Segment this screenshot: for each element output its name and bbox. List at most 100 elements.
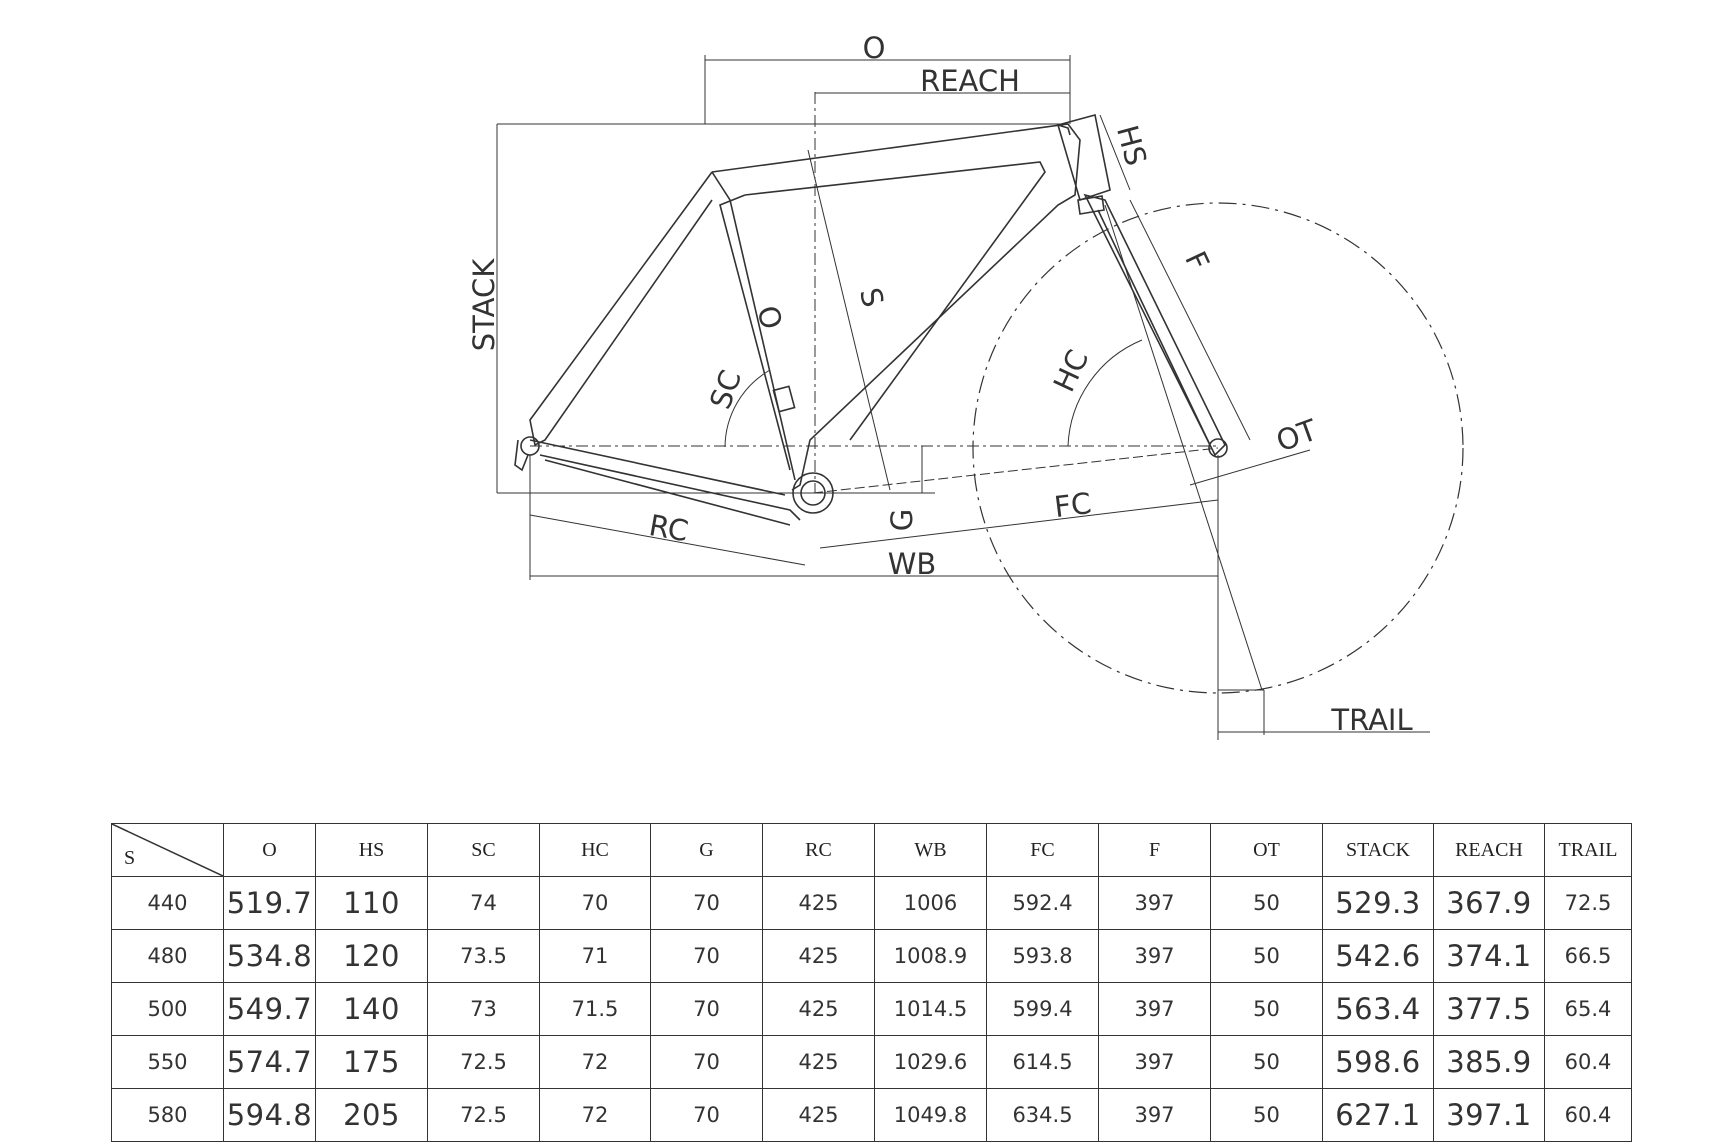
cell-sc: 73.5 [427,929,540,983]
row-size: 440 [111,876,224,930]
label-o-seat: O [750,302,789,333]
sc-arc [725,370,770,447]
cell-g: 70 [650,982,763,1036]
f-dim [1130,200,1250,440]
cell-o: 534.8 [223,929,316,983]
cell-stack: 598.6 [1322,1035,1434,1089]
row-size: 500 [111,982,224,1036]
cell-f: 397 [1098,1035,1211,1089]
label-rc: RC [647,508,691,548]
header-stack: STACK [1322,823,1434,877]
bike-frame [515,115,1227,525]
header-o: O [223,823,316,877]
row-size: 550 [111,1035,224,1089]
header-fc: FC [986,823,1099,877]
cell-stack: 627.1 [1322,1088,1434,1142]
cell-rc: 425 [762,1088,875,1142]
cell-fc: 592.4 [986,876,1099,930]
cell-o: 519.7 [223,876,316,930]
seat-tube-inner [720,195,790,470]
cell-g: 70 [650,1088,763,1142]
cell-wb: 1029.6 [874,1035,987,1089]
header-reach: REACH [1433,823,1545,877]
header-size-label: S [124,847,136,869]
header-hs: HS [315,823,428,877]
header-f: F [1098,823,1211,877]
top-tube-inner [745,162,1045,440]
top-tube [712,124,1080,490]
cell-hc: 71.5 [539,982,651,1036]
cell-reach: 374.1 [1433,929,1545,983]
cell-ot: 50 [1210,982,1323,1036]
header-wb: WB [874,823,987,877]
label-hs: HS [1110,122,1153,170]
cell-trail: 66.5 [1544,929,1632,983]
cell-f: 397 [1098,1088,1211,1142]
front-wheel-outline [973,203,1463,693]
cell-hs: 120 [315,929,428,983]
cell-o: 574.7 [223,1035,316,1089]
cell-stack: 563.4 [1322,982,1434,1036]
frame-logo [773,386,794,411]
spacer [1058,125,1070,135]
cell-f: 397 [1098,929,1211,983]
label-o: O [863,31,886,65]
cell-hs: 175 [315,1035,428,1089]
row-size: 580 [111,1088,224,1142]
cell-o: 549.7 [223,982,316,1036]
cell-ot: 50 [1210,1035,1323,1089]
cell-rc: 425 [762,929,875,983]
cell-hc: 72 [539,1088,651,1142]
cell-hc: 70 [539,876,651,930]
cell-wb: 1008.9 [874,929,987,983]
label-sc: SC [703,366,748,414]
cell-sc: 73 [427,982,540,1036]
cell-rc: 425 [762,876,875,930]
cell-hs: 205 [315,1088,428,1142]
header-hc: HC [539,823,651,877]
cell-fc: 634.5 [986,1088,1099,1142]
seat-stay [530,172,712,445]
cell-reach: 397.1 [1433,1088,1545,1142]
label-g: G [885,509,919,531]
header-trail: TRAIL [1544,823,1632,877]
cell-trail: 72.5 [1544,876,1632,930]
label-hc: HC [1047,345,1096,397]
cell-trail: 60.4 [1544,1088,1632,1142]
cell-sc: 72.5 [427,1088,540,1142]
cell-f: 397 [1098,982,1211,1036]
cell-reach: 367.9 [1433,876,1545,930]
cell-reach: 377.5 [1433,982,1545,1036]
cell-fc: 614.5 [986,1035,1099,1089]
cell-g: 70 [650,876,763,930]
cell-f: 397 [1098,876,1211,930]
fc-dim [820,500,1218,548]
fork [1085,195,1225,455]
dimension-lines [497,55,1430,740]
label-stack: STACK [467,258,501,351]
hs-dim [1100,115,1130,190]
bb-front-line [813,448,1218,493]
cell-wb: 1006 [874,876,987,930]
cell-wb: 1049.8 [874,1088,987,1142]
cell-hc: 72 [539,1035,651,1089]
rc-dim [530,515,805,565]
head-tube [1058,115,1110,200]
cell-sc: 72.5 [427,1035,540,1089]
geometry-table: S O HS SC HC G RC WB FC F OT STACK REACH… [111,823,1632,1142]
cell-sc: 74 [427,876,540,930]
cell-g: 70 [650,929,763,983]
label-reach: REACH [920,64,1020,98]
header-ot: OT [1210,823,1323,877]
steering-axis [1105,205,1262,690]
cell-stack: 542.6 [1322,929,1434,983]
header-sc: SC [427,823,540,877]
label-s: S [853,284,891,311]
cell-trail: 65.4 [1544,982,1632,1036]
